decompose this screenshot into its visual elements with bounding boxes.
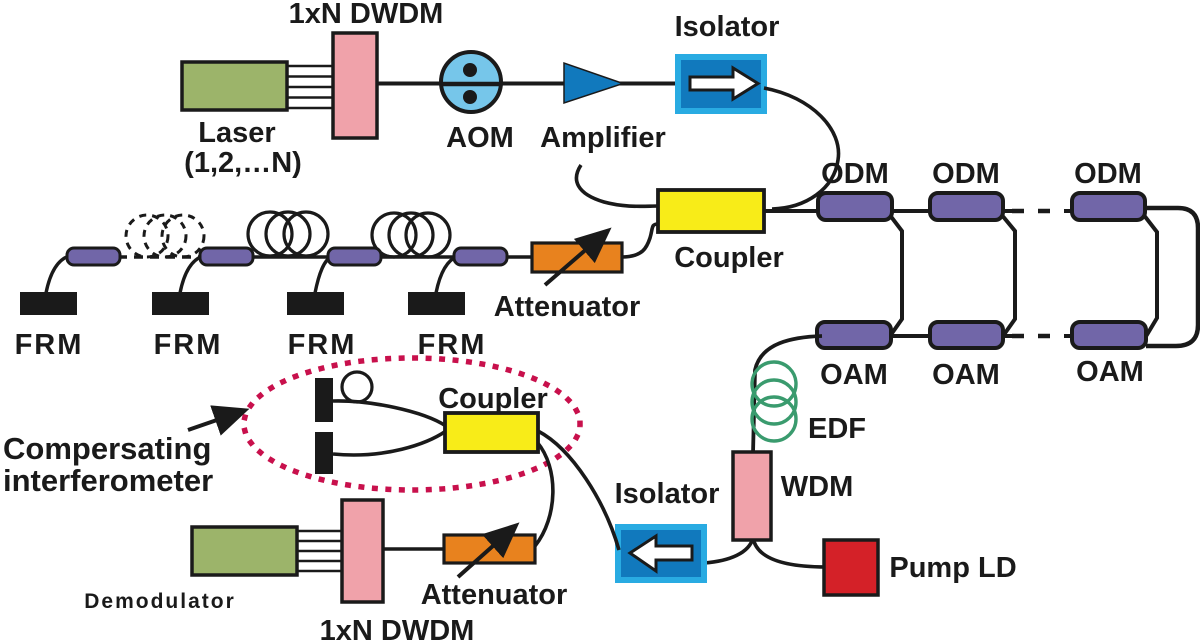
frm-mirrors bbox=[20, 292, 465, 315]
odm-oam-drop-links bbox=[887, 212, 1159, 340]
pump-ld-box bbox=[822, 538, 880, 597]
dwdm-top-box bbox=[331, 31, 379, 140]
frm-mirror bbox=[408, 292, 465, 315]
frm-mirror bbox=[20, 292, 77, 315]
isolator-top-arrow-right-icon bbox=[688, 65, 761, 102]
label-laser: Laser bbox=[198, 117, 275, 149]
label-coupler-bottom: Coupler bbox=[438, 383, 548, 415]
label-amplifier: Amplifier bbox=[540, 122, 666, 154]
label-pump-ld: Pump LD bbox=[889, 552, 1016, 584]
attenuator-top-device bbox=[530, 227, 624, 287]
sensor-ladder bbox=[20, 210, 659, 315]
label-odm: ODM bbox=[1074, 158, 1142, 190]
label-edf: EDF bbox=[808, 413, 866, 445]
label-coupler-top: Coupler bbox=[674, 242, 784, 274]
label-frm: FRM bbox=[288, 329, 357, 361]
odm-oam-array bbox=[815, 191, 1200, 350]
fiber-coupler2-to-isolator bbox=[537, 429, 621, 551]
edf-coil bbox=[750, 360, 798, 443]
fiber-wdm-to-pump bbox=[751, 537, 827, 569]
label-frm: FRM bbox=[418, 329, 487, 361]
frm-mirror bbox=[287, 292, 344, 315]
label-attenuator-bottom: Attenuator bbox=[421, 579, 568, 611]
fiber-coil bbox=[246, 210, 330, 258]
fiber-coil bbox=[370, 211, 452, 259]
mirror-bottom bbox=[315, 432, 333, 474]
aom-dot-bottom bbox=[463, 90, 477, 104]
frm-mirror bbox=[152, 292, 209, 315]
compensating-interferometer bbox=[187, 355, 621, 551]
isolator-top-device bbox=[675, 54, 767, 114]
label-dwdm-top: 1xN DWDM bbox=[289, 0, 444, 30]
demodulator-ribbon-fibers bbox=[296, 529, 344, 573]
laser-module bbox=[180, 31, 379, 140]
attenuator-bottom-arrow-icon bbox=[456, 522, 520, 579]
coupler-top-box bbox=[656, 188, 766, 234]
inline-coupler-boxes bbox=[65, 246, 509, 267]
label-frm: FRM bbox=[15, 329, 84, 361]
inline-coupler bbox=[452, 246, 509, 267]
label-isolator-top: Isolator bbox=[675, 11, 780, 43]
wdm-box bbox=[731, 450, 773, 542]
amplifier-triangle bbox=[563, 61, 626, 105]
odm-box bbox=[928, 191, 1005, 222]
label-wdm: WDM bbox=[781, 471, 853, 503]
mirror-top bbox=[315, 378, 333, 422]
label-demodulator: Demodulator bbox=[84, 590, 236, 613]
inline-coupler bbox=[198, 246, 255, 267]
label-odm: ODM bbox=[932, 158, 1000, 190]
label-laser-sub: (1,2,…N) bbox=[184, 147, 302, 179]
fiber-isolator-to-coupler bbox=[763, 86, 841, 211]
label-oam: OAM bbox=[820, 359, 888, 391]
label-compensating-line1: Compersating bbox=[3, 431, 211, 466]
fiber-oam-to-wdm bbox=[751, 334, 823, 455]
aom-dot-top bbox=[463, 63, 477, 77]
labels: 1xN DWDM Laser (1,2,…N) AOM Amplifier Is… bbox=[3, 0, 1144, 642]
label-aom: AOM bbox=[446, 122, 514, 154]
label-isolator-bottom: Isolator bbox=[615, 478, 720, 510]
label-frm: FRM bbox=[154, 329, 223, 361]
inline-coupler bbox=[326, 246, 383, 267]
attenuator-bottom-device bbox=[442, 522, 537, 579]
label-oam: OAM bbox=[1076, 356, 1144, 388]
dwdm-bottom-box bbox=[340, 498, 385, 604]
dotted-ellipse bbox=[241, 355, 583, 493]
edfa-section bbox=[615, 334, 880, 597]
odm-box bbox=[1070, 191, 1147, 222]
attenuator-top-arrow-icon bbox=[543, 227, 612, 287]
interferometer-arm-top bbox=[332, 399, 447, 428]
annotation-arrow bbox=[187, 405, 250, 436]
isolator-bottom-arrow-left-icon bbox=[627, 533, 694, 574]
delay-loop bbox=[340, 370, 374, 404]
label-dwdm-bottom: 1xN DWDM bbox=[320, 615, 475, 642]
label-odm: ODM bbox=[821, 158, 889, 190]
coupler-bottom-box bbox=[443, 411, 540, 454]
fiber-attenuator-to-coupler bbox=[621, 222, 659, 259]
fiber-hook-lead bbox=[574, 164, 659, 209]
inline-coupler bbox=[65, 246, 122, 267]
demodulator-box bbox=[190, 525, 299, 577]
oam-box bbox=[928, 320, 1005, 350]
fiber-coil-dashed bbox=[124, 213, 206, 259]
label-attenuator-top: Attenuator bbox=[494, 291, 641, 323]
oam-box bbox=[1070, 320, 1148, 350]
receiver-section bbox=[190, 498, 537, 604]
laser-ribbon-fibers bbox=[286, 64, 334, 110]
interferometer-arm-bottom bbox=[332, 429, 448, 457]
label-oam: OAM bbox=[932, 359, 1000, 391]
fiber-coupler2-to-attenuator bbox=[533, 440, 555, 548]
aom-modulator bbox=[439, 50, 503, 114]
array-end-u-turn bbox=[1146, 205, 1200, 349]
label-compensating-line2: interferometer bbox=[3, 463, 213, 498]
oam-box bbox=[815, 320, 893, 350]
odm-box bbox=[816, 191, 894, 222]
laser-box bbox=[180, 60, 289, 112]
